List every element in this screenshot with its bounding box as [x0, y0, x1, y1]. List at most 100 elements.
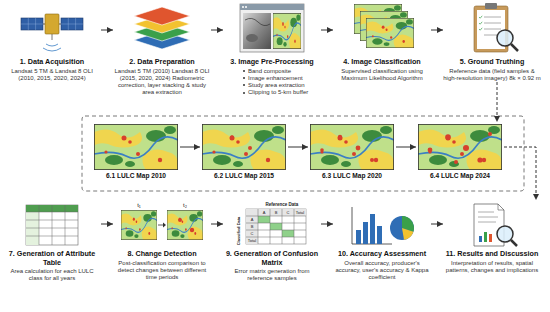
layer-stack-icon	[134, 7, 190, 49]
satellite-icon	[46, 44, 58, 46]
step-description: Area calculation for each LULC class for…	[3, 268, 101, 282]
results-document-icon	[478, 217, 498, 218]
confusion-matrix-icon	[270, 223, 282, 230]
lulc-map-image	[94, 124, 502, 170]
step-heading: 1. Data Acquisition	[3, 58, 101, 67]
confusion-matrix-icon	[246, 209, 306, 244]
matrix-label: Total	[246, 237, 258, 244]
attribute-table-icon	[26, 205, 78, 245]
attribute-table-icon	[26, 212, 78, 213]
image-window-icon	[240, 4, 304, 52]
accuracy-chart-icon	[352, 207, 414, 244]
results-document-icon	[484, 232, 487, 242]
lulc-map-image	[428, 148, 433, 153]
lulc-map-panel: 6.3 LULC Map 2020	[308, 122, 396, 180]
step-description: Interpretation of results, spatial patte…	[443, 260, 541, 274]
results-document-icon	[478, 212, 494, 213]
lulc-map-image	[454, 160, 458, 164]
step-description: Landsat 5 TM (2010) Landsat 8 OLI (2015,…	[113, 68, 211, 97]
matrix-label: A	[246, 216, 258, 223]
process-step: 4. Image ClassificationSupervised classi…	[333, 2, 431, 82]
image-window-icon	[242, 6, 244, 8]
results-document-icon	[498, 204, 504, 210]
satellite-icon	[61, 18, 83, 30]
map-group-frame	[82, 116, 524, 191]
image-window-icon	[243, 13, 271, 49]
results-document-icon	[478, 222, 496, 223]
lulc-map-image	[320, 148, 324, 152]
image-window-icon	[240, 4, 304, 52]
results-document-icon	[479, 236, 482, 242]
step-heading: 11. Results and Discussion	[443, 250, 541, 259]
confusion-matrix-icon	[294, 209, 295, 244]
flow-arrow	[101, 224, 113, 225]
flow-arrow	[504, 147, 536, 200]
lulc-map-image	[488, 132, 492, 136]
confusion-matrix-icon	[246, 230, 306, 231]
satellite-icon	[21, 24, 43, 25]
layer-stack-icon	[134, 7, 190, 25]
accuracy-chart-icon	[370, 214, 375, 244]
clipboard-icon	[497, 30, 513, 46]
step-description: Error matrix generation from reference s…	[223, 268, 321, 282]
results-document-icon	[474, 204, 517, 246]
process-step: 3. Image Pre-ProcessingBand compositeIma…	[223, 2, 321, 96]
matrix-label: Reference Data	[258, 202, 306, 208]
matrix-label: B	[270, 209, 282, 216]
image-window-icon	[246, 34, 258, 42]
classified-map-stack-icon	[366, 18, 414, 48]
process-step: 8. Change DetectionPost-classification c…	[113, 200, 211, 281]
lulc-map-image	[463, 145, 469, 151]
confusion-matrix-icon	[282, 209, 283, 244]
change-detection-icon	[158, 225, 163, 226]
matrix-label: C	[282, 209, 294, 216]
flow-arrow	[321, 30, 333, 31]
flow-arrow	[211, 30, 223, 31]
flow-arrow	[180, 147, 200, 148]
change-detection-icon	[121, 210, 157, 240]
attribute-table-icon	[65, 205, 66, 245]
step-description: Overall accuracy, producer's accuracy, u…	[333, 260, 431, 282]
clipboard-icon	[511, 44, 518, 51]
clipboard-icon	[485, 3, 497, 9]
step-description: Reference data (field samples & high-res…	[443, 68, 541, 82]
attribute-table-icon	[39, 205, 40, 245]
flow-arrow	[211, 224, 223, 225]
accuracy-chart-icon	[390, 216, 414, 240]
lulc-map-panel: 6.4 LULC Map 2024	[416, 122, 504, 180]
confusion-matrix-icon	[246, 237, 306, 238]
accuracy-chart-icon	[363, 222, 368, 244]
change-detection-icon	[190, 228, 194, 232]
satellite-icon	[61, 24, 83, 25]
lulc-map-panel: 6.2 LULC Map 2015	[200, 122, 288, 180]
process-step: 11. Results and DiscussionInterpretation…	[443, 200, 541, 274]
change-detection-icon	[121, 210, 203, 240]
step-heading: 7. Generation of Attribute Table	[3, 250, 101, 267]
confusion-matrix-icon	[258, 216, 270, 223]
step-description: Landsat 5 TM & Landsat 8 OLI (2010, 2015…	[3, 68, 101, 82]
map-title: 6.1 LULC Map 2010	[92, 172, 180, 180]
satellite-icon	[52, 34, 53, 40]
clipboard-icon	[484, 35, 497, 36]
attribute-table-icon	[26, 228, 78, 229]
process-step: 7. Generation of Attribute TableArea cal…	[3, 200, 101, 283]
lulc-map-image	[230, 135, 234, 139]
confusion-matrix-icon	[246, 209, 306, 216]
time-label: t₂	[167, 201, 203, 209]
flow-arrow	[431, 224, 443, 225]
image-window-icon	[240, 4, 304, 10]
satellite-icon	[21, 14, 83, 51]
satellite-icon	[43, 48, 61, 51]
clipboard-icon	[474, 3, 518, 52]
matrix-label: B	[246, 223, 258, 230]
accuracy-chart-icon	[352, 207, 392, 244]
bullet-item: Clipping to 5-km buffer	[223, 89, 321, 96]
change-detection-icon	[167, 210, 203, 240]
results-document-icon	[511, 240, 517, 246]
results-document-icon	[489, 234, 492, 242]
flow-arrow	[101, 30, 113, 31]
step-heading: 2. Data Preparation	[113, 58, 211, 67]
lulc-map-image	[356, 146, 361, 151]
lulc-map-image	[338, 135, 342, 139]
